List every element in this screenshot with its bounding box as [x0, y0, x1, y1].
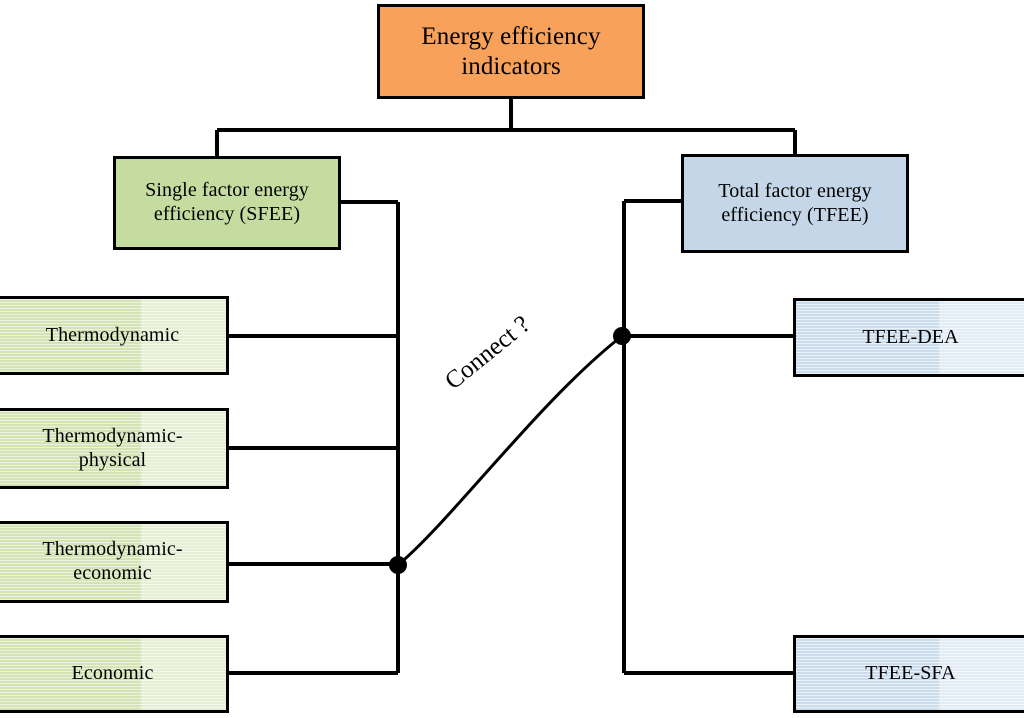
- node-label: Thermodynamic- physical: [42, 424, 183, 471]
- connect-link-label: Connect ?: [440, 310, 536, 395]
- node-single-factor-energy-efficiency[interactable]: Single factor energy efficiency (SFEE): [113, 156, 341, 250]
- node-label: TFEE-SFA: [865, 662, 956, 685]
- node-label: Energy efficiency indicators: [421, 23, 601, 80]
- node-total-factor-energy-efficiency[interactable]: Total factor energy efficiency (TFEE): [681, 154, 909, 253]
- node-label: Single factor energy efficiency (SFEE): [145, 179, 309, 225]
- junction-dot-left: [389, 556, 407, 574]
- node-energy-efficiency-indicators[interactable]: Energy efficiency indicators: [377, 4, 645, 99]
- node-tfee-dea[interactable]: TFEE-DEA: [793, 298, 1024, 377]
- node-thermodynamic-physical[interactable]: Thermodynamic- physical: [0, 408, 229, 489]
- node-economic[interactable]: Economic: [0, 635, 229, 713]
- connect-curve: [397, 334, 623, 567]
- node-thermodynamic[interactable]: Thermodynamic: [0, 296, 229, 375]
- node-label: Economic: [71, 662, 154, 685]
- node-thermodynamic-economic[interactable]: Thermodynamic- economic: [0, 521, 229, 603]
- node-label: TFEE-DEA: [862, 325, 959, 348]
- node-tfee-sfa[interactable]: TFEE-SFA: [793, 635, 1024, 713]
- junction-dot-right: [613, 327, 631, 345]
- node-label: Total factor energy efficiency (TFEE): [718, 179, 872, 226]
- node-label: Thermodynamic: [45, 323, 180, 346]
- node-label: Thermodynamic- economic: [42, 538, 183, 584]
